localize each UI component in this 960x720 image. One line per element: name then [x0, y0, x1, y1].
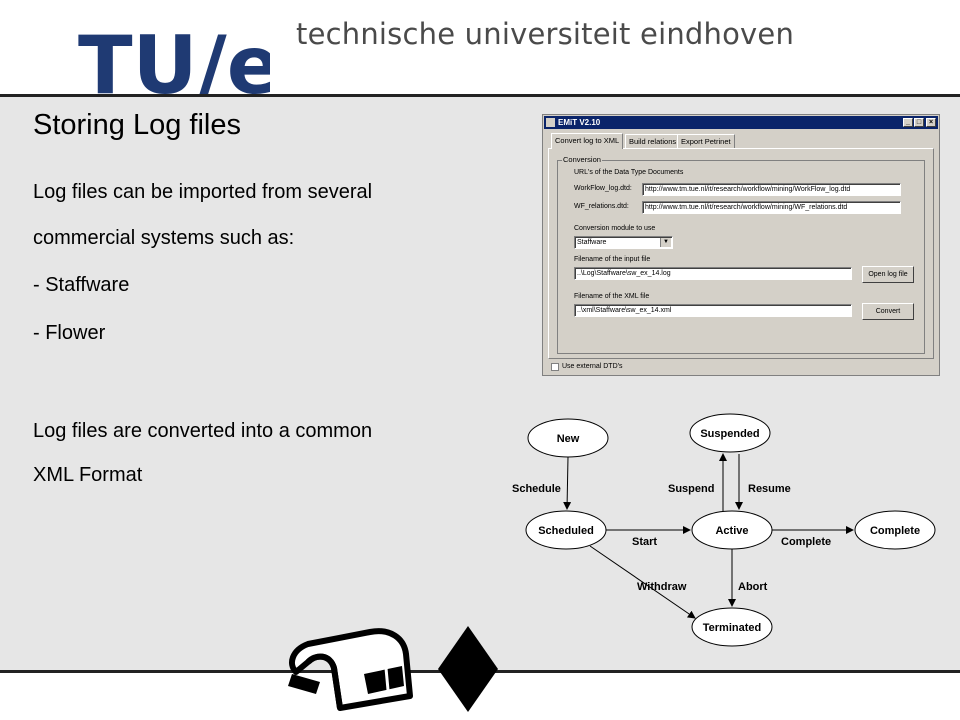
xml-file-field[interactable]: ..\xml\Staffware\sw_ex_14.xml [574, 304, 852, 317]
state-terminated [691, 607, 773, 647]
workflow-log-label: WorkFlow_log.dtd: [574, 185, 632, 192]
dropdown-arrow-icon[interactable]: ▼ [660, 238, 671, 247]
tab-panel: Conversion URL's of the Data Type Docume… [548, 148, 934, 359]
label-scheduled: Scheduled [538, 525, 594, 537]
external-dtd-checkbox[interactable] [551, 363, 559, 371]
slide-title: Storing Log files [33, 109, 241, 141]
header-divider [0, 94, 960, 97]
workflow-log-field[interactable]: http://www.tm.tue.nl/it/research/workflo… [642, 183, 901, 196]
text-line-1: Log files can be imported from several [33, 181, 373, 203]
state-complete [854, 510, 936, 550]
group-title: Conversion [562, 155, 602, 164]
label-complete-state: Complete [870, 525, 920, 537]
input-file-label: Filename of the input file [574, 256, 651, 263]
label-active: Active [715, 525, 748, 537]
state-suspended [689, 413, 771, 453]
window-titlebar[interactable]: EMiT V2.10 _ □ × [544, 116, 938, 129]
app-icon [546, 118, 555, 127]
transition-withdraw: Withdraw [637, 581, 687, 593]
wf-relations-field[interactable]: http://www.tm.tue.nl/it/research/workflo… [642, 201, 901, 214]
transition-start: Start [632, 536, 657, 548]
transition-resume: Resume [748, 483, 791, 495]
bullet-staffware: - Staffware [33, 274, 130, 296]
maximize-button[interactable]: □ [914, 118, 924, 127]
bullet-flower: - Flower [33, 322, 106, 344]
university-name: technische universiteit eindhoven [296, 17, 795, 51]
conversion-group: Conversion URL's of the Data Type Docume… [557, 155, 925, 354]
transition-schedule: Schedule [512, 483, 561, 495]
state-diagram: New Suspended Scheduled Active Complete … [512, 413, 936, 647]
transition-complete: Complete [781, 536, 831, 548]
arrow-withdraw [589, 545, 696, 619]
close-button[interactable]: × [926, 118, 936, 127]
emit-window: EMiT V2.10 _ □ × Convert log to XML Buil… [542, 114, 940, 376]
text-line-6: XML Format [33, 464, 143, 486]
label-new: New [557, 433, 580, 445]
arrow-schedule [563, 456, 572, 510]
diamond-icon [438, 626, 498, 712]
text-line-2: commercial systems such as: [33, 227, 295, 249]
mailbox-icon [288, 628, 413, 711]
text-line-5: Log files are converted into a common [33, 420, 373, 442]
transition-abort: Abort [738, 581, 768, 593]
transition-suspend: Suspend [668, 483, 714, 495]
urls-label: URL's of the Data Type Documents [574, 169, 684, 176]
header: TU/e technische universiteit eindhoven [0, 0, 960, 110]
tab-convert-log[interactable]: Convert log to XML [551, 133, 624, 149]
xml-file-label: Filename of the XML file [574, 293, 650, 300]
tab-export-petrinet[interactable]: Export Petrinet [677, 134, 735, 149]
convert-button[interactable]: Convert [862, 303, 914, 320]
label-terminated: Terminated [703, 622, 761, 634]
label-suspended: Suspended [700, 428, 759, 440]
tab-build-relations[interactable]: Build relations [625, 134, 681, 149]
module-selected: Staffware [577, 239, 607, 246]
module-label: Conversion module to use [574, 225, 656, 232]
open-log-file-button[interactable]: Open log file [862, 266, 914, 283]
module-dropdown[interactable]: Staffware ▼ [574, 236, 673, 249]
window-title: EMiT V2.10 [558, 118, 601, 127]
minimize-button[interactable]: _ [903, 118, 913, 127]
wf-relations-label: WF_relations.dtd: [574, 203, 629, 210]
external-dtd-label: Use external DTD's [562, 363, 623, 370]
input-file-field[interactable]: ..\Log\Staffware\sw_ex_14.log [574, 267, 852, 280]
